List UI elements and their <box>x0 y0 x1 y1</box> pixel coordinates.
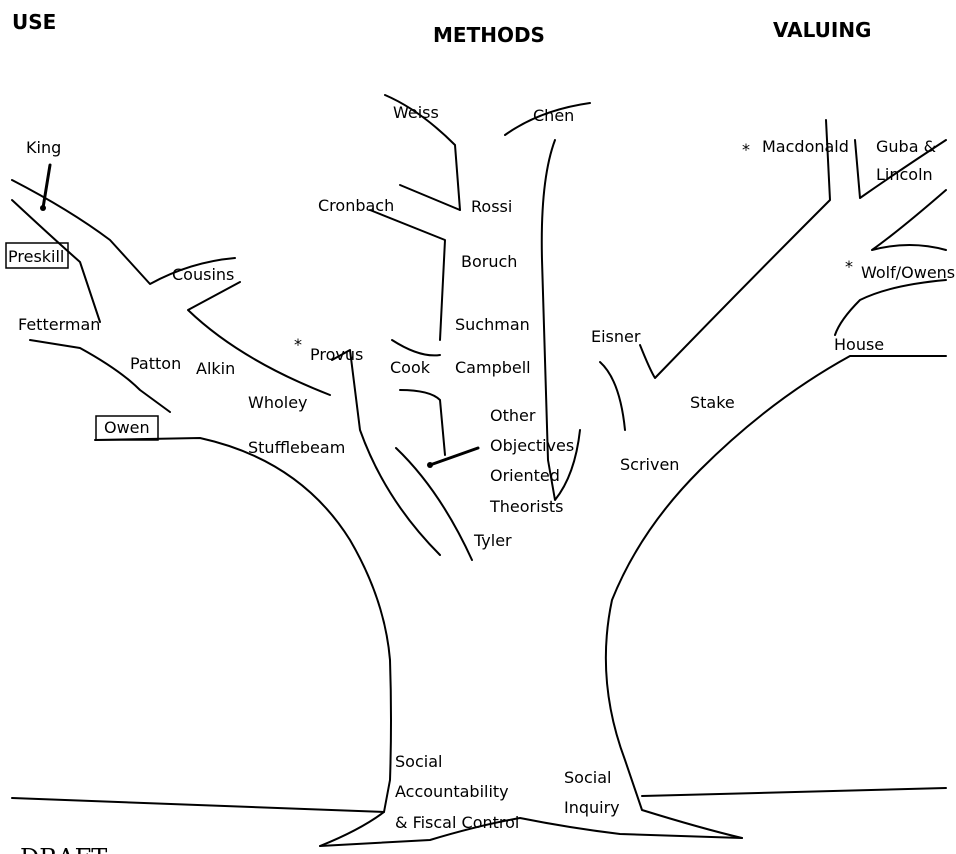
macdonald-asterisk: * <box>742 140 750 159</box>
root-left-line3: & Fiscal Control <box>395 813 519 832</box>
label-boruch: Boruch <box>461 252 517 271</box>
root-base <box>319 817 743 847</box>
label-patton: Patton <box>130 354 181 373</box>
preskill-box <box>5 242 69 269</box>
valuing-branch-eisner <box>639 119 831 379</box>
label-macdonald: Macdonald <box>762 137 849 156</box>
use-branch-king <box>11 199 101 323</box>
label-suchman: Suchman <box>455 315 530 334</box>
king-pointer-dot <box>40 205 46 211</box>
label-campbell: Campbell <box>455 358 531 377</box>
label-guba-line1: Guba & <box>876 137 936 156</box>
use-branch-cousins <box>187 281 331 396</box>
label-scriven: Scriven <box>620 455 679 474</box>
label-theorists: Theorists <box>489 497 564 516</box>
label-wolf-owens: Wolf/Owens <box>861 263 955 282</box>
label-chen: Chen <box>533 106 574 125</box>
label-alkin: Alkin <box>196 359 235 378</box>
label-provus: Provus <box>310 345 363 364</box>
provus-branch <box>331 349 441 556</box>
header-use: USE <box>12 10 56 34</box>
label-house: House <box>834 335 884 354</box>
methods-center-left <box>399 389 446 456</box>
valuing-branch-guba <box>854 139 947 199</box>
king-pointer <box>41 163 52 210</box>
header-valuing: VALUING <box>773 18 871 42</box>
ground-right <box>641 787 947 797</box>
label-cousins: Cousins <box>172 265 234 284</box>
label-wholey: Wholey <box>248 393 308 412</box>
label-cook: Cook <box>390 358 431 377</box>
owen-box <box>95 415 159 441</box>
label-cronbach: Cronbach <box>318 196 394 215</box>
root-left-line2: Accountability <box>395 782 509 801</box>
methods-rossi-link <box>399 184 461 211</box>
draft-watermark: DRAFT <box>20 844 107 854</box>
valuing-branch-house <box>834 279 947 336</box>
objectives-pointer-dot <box>427 462 433 468</box>
label-owen: Owen <box>104 418 150 437</box>
label-tyler: Tyler <box>473 531 512 550</box>
provus-asterisk: * <box>294 335 302 354</box>
objectives-pointer <box>428 446 480 467</box>
wolf-asterisk: * <box>845 257 853 276</box>
label-guba-line2: Lincoln <box>876 165 933 184</box>
label-other: Other <box>490 406 536 425</box>
root-right-line1: Social <box>564 768 611 787</box>
valuing-branch-left <box>599 361 626 431</box>
root-left-line1: Social <box>395 752 442 771</box>
trunk-left-outline <box>94 437 392 847</box>
methods-left-upper <box>384 94 461 211</box>
label-preskill: Preskill <box>8 247 64 266</box>
methods-trunk-left <box>369 209 446 341</box>
label-stake: Stake <box>690 393 735 412</box>
label-oriented: Oriented <box>490 466 560 485</box>
methods-right-upper <box>504 102 591 136</box>
ground-left <box>11 797 385 813</box>
trunk-right-outline <box>604 355 947 839</box>
label-rossi: Rossi <box>471 197 512 216</box>
valuing-branch-wolf <box>871 189 947 251</box>
header-methods: METHODS <box>433 23 545 47</box>
label-objectives: Objectives <box>490 436 574 455</box>
methods-tyler-left <box>395 447 473 561</box>
use-branch-patton <box>29 339 171 413</box>
label-eisner: Eisner <box>591 327 641 346</box>
label-king: King <box>26 138 61 157</box>
label-stufflebeam: Stufflebeam <box>248 438 345 457</box>
label-fetterman: Fetterman <box>18 315 100 334</box>
root-right-line2: Inquiry <box>564 798 620 817</box>
methods-trunk-right <box>540 139 581 501</box>
methods-cook-link <box>391 339 441 357</box>
label-weiss: Weiss <box>393 103 439 122</box>
